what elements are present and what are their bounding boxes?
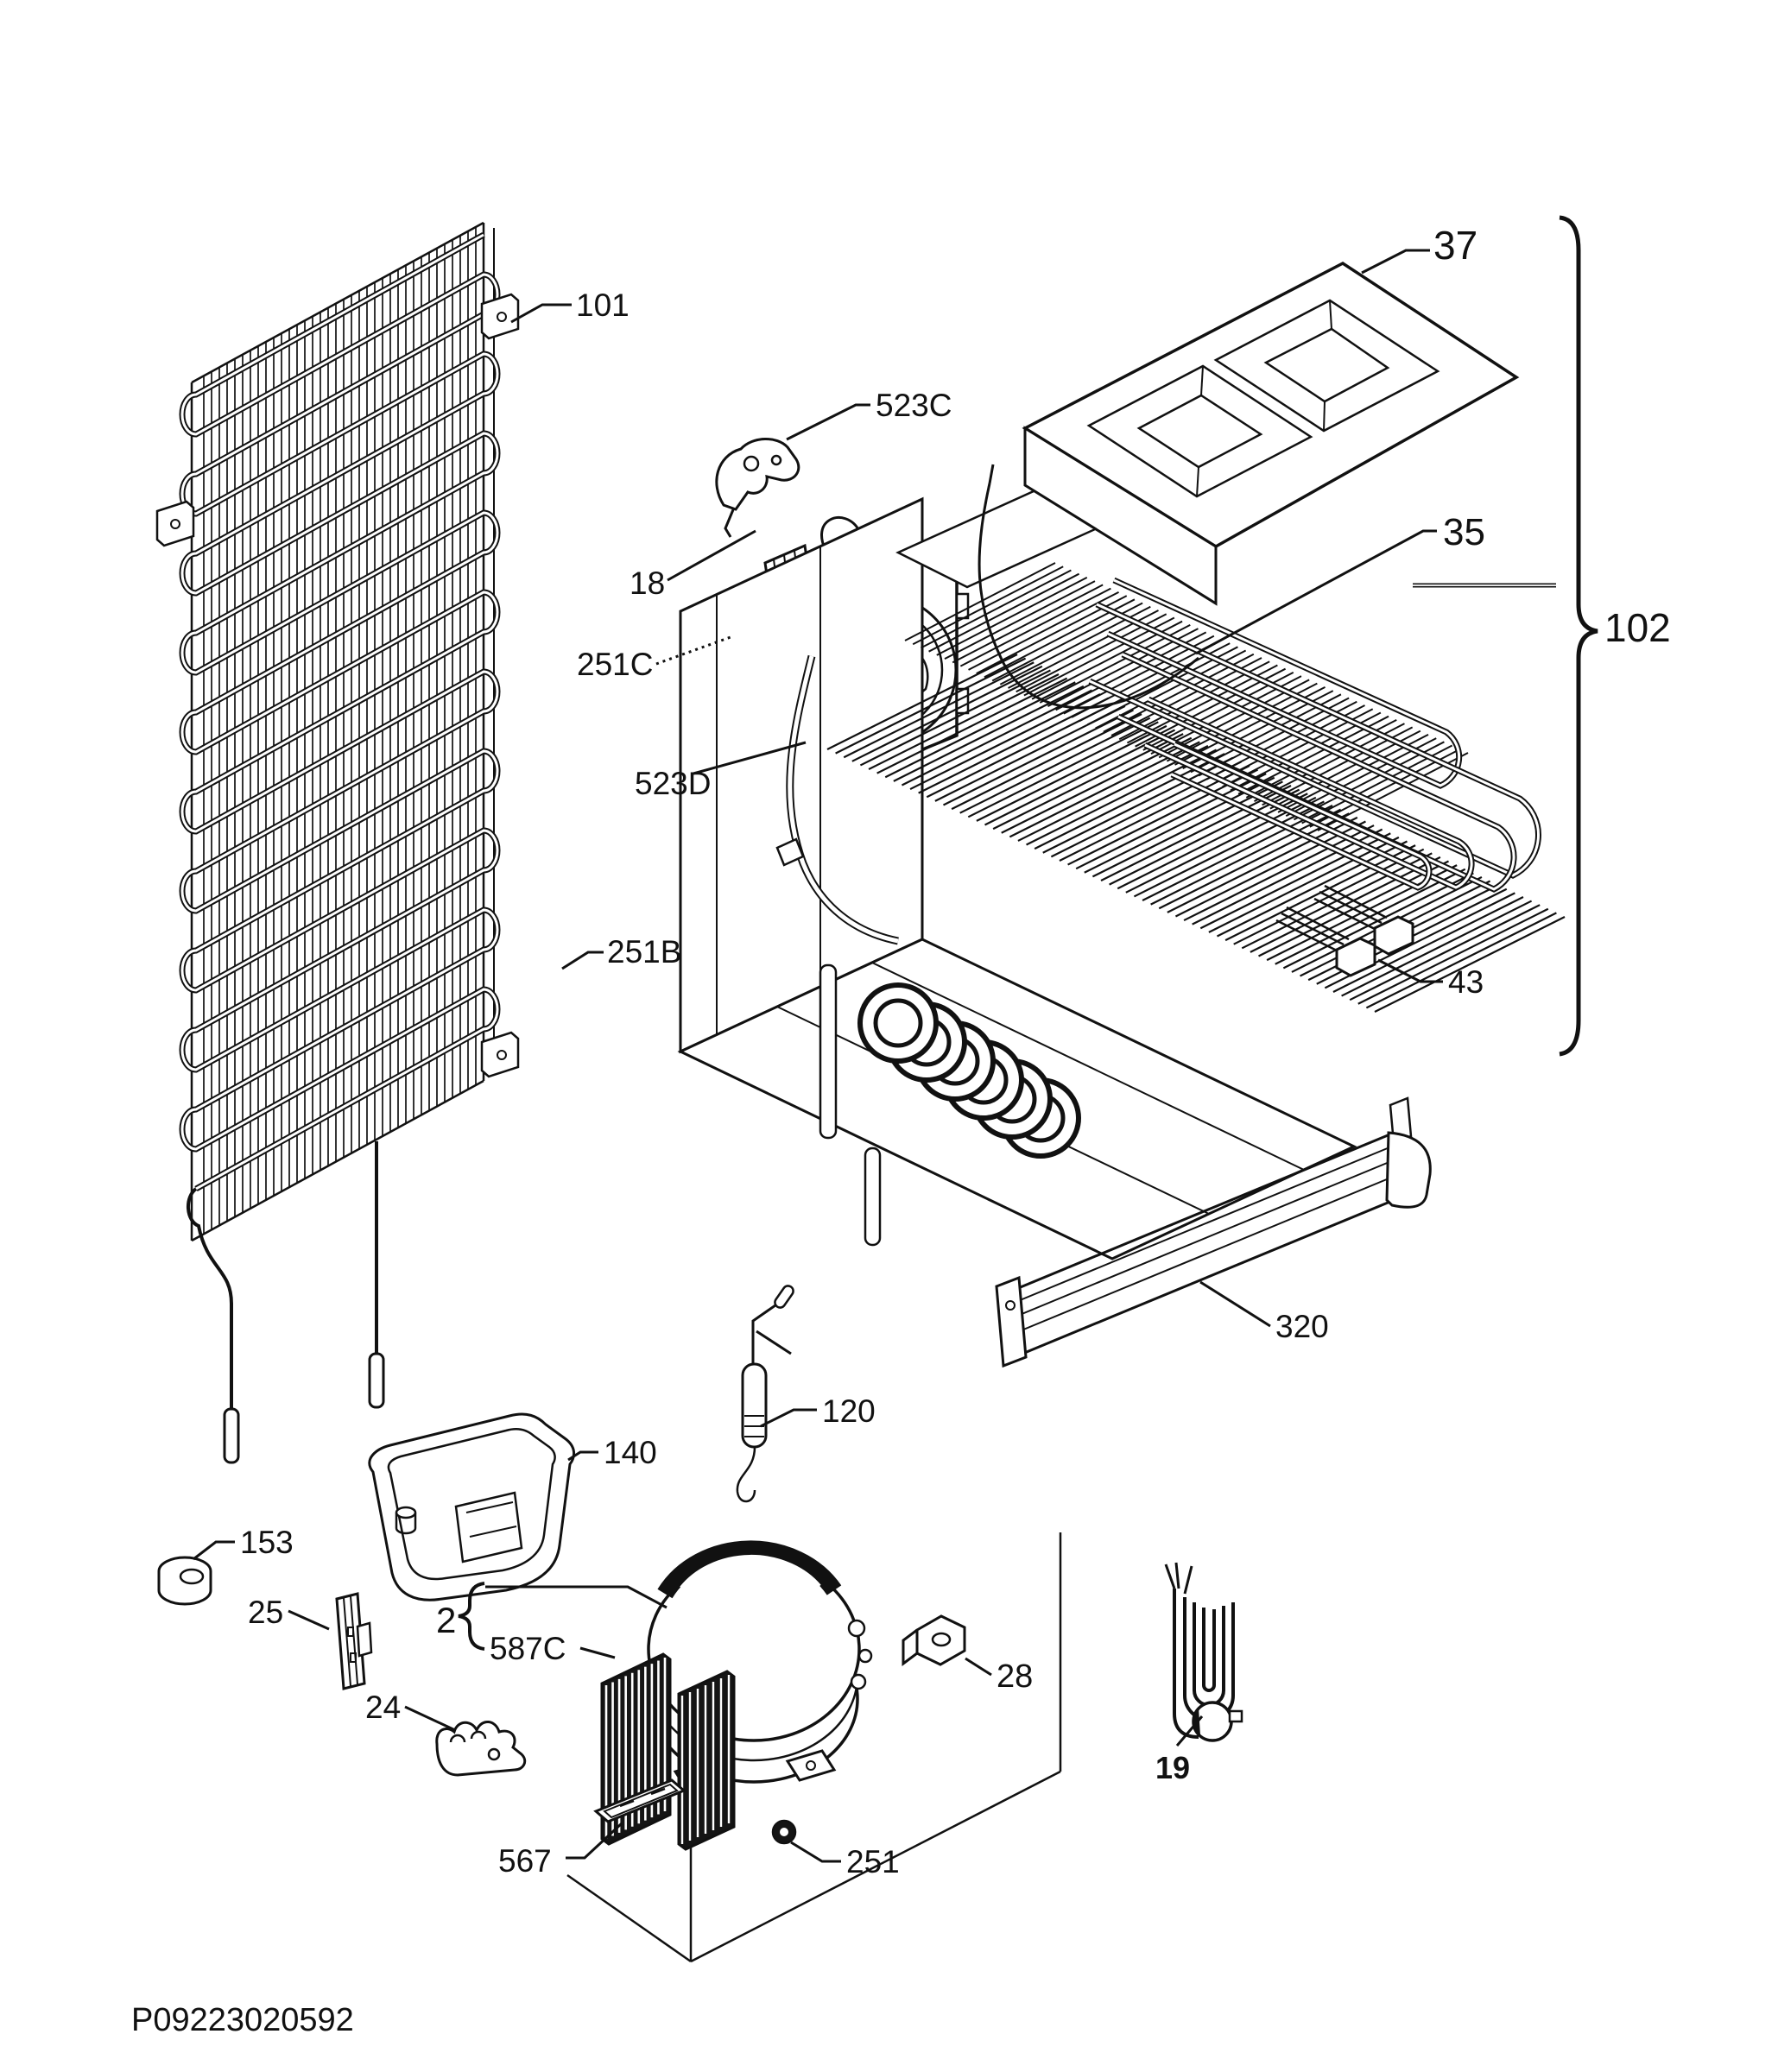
part-grommet-251: [771, 1819, 797, 1845]
part-spacer-25: [335, 1592, 373, 1690]
callouts: 101 523C 18 251C 523D 251B 37 35 102 43 …: [193, 223, 1671, 1879]
part-label-25: 25: [248, 1595, 283, 1630]
evaporator-tube-loops: [1088, 577, 1541, 893]
leader-18: [667, 529, 756, 582]
leader-251B: [561, 951, 604, 970]
part-label-28: 28: [997, 1658, 1033, 1695]
leader-2: [485, 1585, 668, 1609]
condenser-bracket-top: [480, 293, 520, 340]
part-label-251C: 251C: [577, 647, 653, 682]
part-label-153: 153: [240, 1525, 294, 1560]
leader-101: [510, 303, 572, 324]
leader-28: [965, 1657, 992, 1677]
part-fixing-plate-567: [593, 1778, 687, 1823]
brace-2: [458, 1582, 485, 1651]
condenser-tubes: [179, 231, 501, 1192]
part-label-567: 567: [498, 1843, 552, 1879]
part-label-35: 35: [1443, 511, 1485, 553]
part-label-587C: 587C: [490, 1631, 566, 1666]
part-label-2: 2: [436, 1600, 456, 1640]
leader-37: [1361, 249, 1430, 275]
leader-523C: [786, 403, 870, 441]
part-power-cord-19: [1164, 1562, 1243, 1742]
part-label-19: 19: [1155, 1750, 1190, 1785]
leader-567: [566, 1822, 623, 1860]
condenser-mesh: [203, 226, 477, 1235]
part-drain-tray-140: [368, 1412, 575, 1601]
leader-120: [760, 1408, 817, 1428]
part-label-18: 18: [630, 565, 665, 601]
part-fan-motor-bracket-523C: [715, 438, 800, 538]
part-label-523C: 523C: [876, 388, 952, 423]
part-label-251B: 251B: [607, 934, 681, 970]
condenser-bracket-left: [155, 500, 195, 547]
leader-43: [1377, 958, 1443, 983]
part-evaporator-assembly-102: [677, 464, 1566, 1260]
part-label-251: 251: [846, 1844, 900, 1879]
leader-25: [288, 1609, 330, 1631]
condenser-grid: [155, 221, 520, 1464]
part-label-320: 320: [1275, 1309, 1329, 1344]
part-evaporator-cover-37: [1022, 261, 1520, 606]
condenser-bracket-bottom: [480, 1031, 520, 1078]
leader-19: [1175, 1715, 1204, 1747]
leader-140: [567, 1450, 598, 1462]
part-mounting-rail-320: [995, 1096, 1432, 1368]
condenser-wires: [186, 1141, 385, 1464]
brace-102: [1559, 215, 1598, 1057]
part-thermostat-probe-120: [736, 1285, 794, 1503]
part-bracket-28: [902, 1614, 966, 1666]
part-cable-connectors-43: [1275, 884, 1414, 977]
document-code: P09223020592: [131, 2002, 354, 2038]
base-outline: [566, 1532, 1062, 1963]
leader-153: [193, 1540, 235, 1561]
part-label-101: 101: [576, 287, 630, 323]
leader-251: [790, 1841, 841, 1863]
part-grommet-153: [157, 1556, 212, 1606]
part-clamp-24: [435, 1721, 527, 1777]
part-label-523D: 523D: [635, 766, 711, 801]
part-label-102: 102: [1604, 605, 1671, 650]
part-start-device-587C: [600, 1652, 736, 1851]
sensor-tube-35: [978, 464, 1199, 710]
part-label-140: 140: [604, 1435, 657, 1470]
part-label-43: 43: [1448, 964, 1484, 1000]
leader-587C: [579, 1646, 616, 1659]
leader-523D: [693, 741, 807, 775]
part-label-120: 120: [822, 1393, 876, 1429]
part-label-24: 24: [365, 1690, 401, 1725]
evaporator-tube-ends: [857, 982, 1081, 1159]
leader-35: [1195, 529, 1437, 655]
evaporator-posts: [819, 963, 882, 1247]
leader-24: [404, 1705, 456, 1732]
leader-320: [1199, 1280, 1271, 1328]
part-label-37: 37: [1433, 223, 1477, 268]
